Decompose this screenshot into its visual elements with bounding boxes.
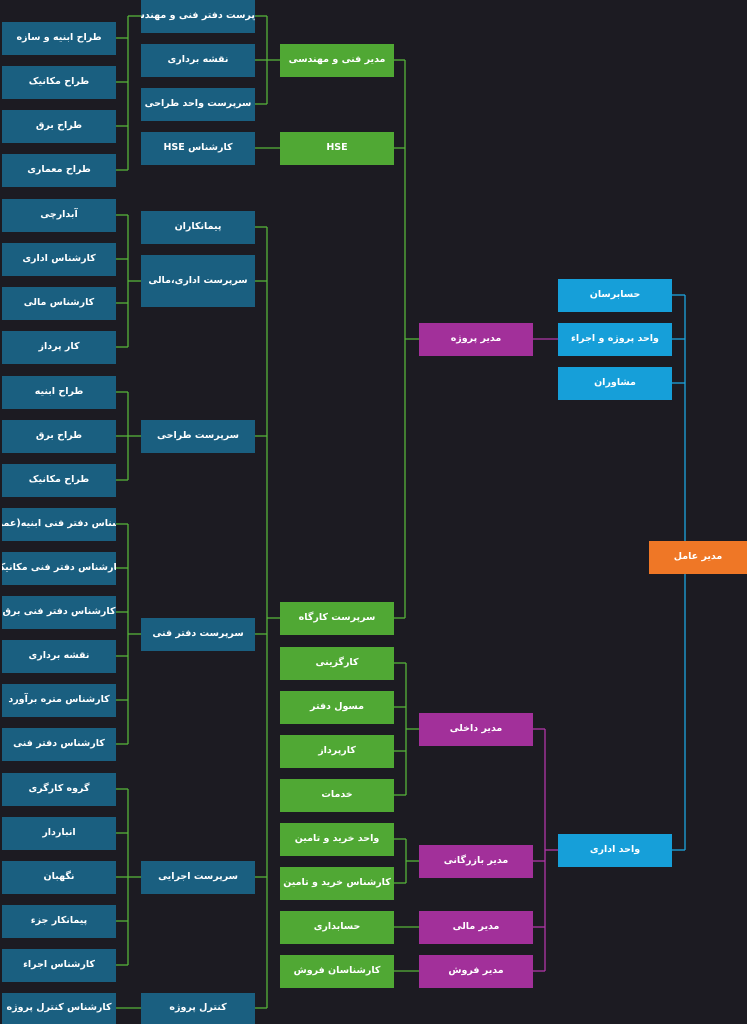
node-sales-manager: مدیر فروش <box>419 955 533 988</box>
node-contractors: پیمانکاران <box>141 211 255 244</box>
node-mechanical-designer-eng: طراح مکانیک <box>2 66 116 99</box>
node-mechanical-expert: کارشناس دفتر فنی مکانیک <box>2 552 116 585</box>
node-hse: HSE <box>280 132 394 165</box>
node-accounting: حسابداری <box>280 911 394 944</box>
node-project-manager: مدیر پروژه <box>419 323 533 356</box>
node-tech-office-supervisor-eng: سرپرست دفتر فنی و مهندسی <box>141 0 255 33</box>
node-services: خدمات <box>280 779 394 812</box>
node-technical-manager: مدیر فنی و مهندسی <box>280 44 394 77</box>
node-structural-designer: طراح ابنیه و سازه <box>2 22 116 55</box>
node-internal-manager: مدیر داخلی <box>419 713 533 746</box>
node-site-supervisor: سرپرست کارگاه <box>280 602 394 635</box>
node-civil-expert: کارشناس دفتر فنی ابنیه(عمران) <box>2 508 116 541</box>
node-design-supervisor: سرپرست طراحی <box>141 420 255 453</box>
node-mechanical-designer: طراح مکانیک <box>2 464 116 497</box>
node-consultants: مشاوران <box>558 367 672 400</box>
node-warehouse-keeper: انباردار <box>2 817 116 850</box>
node-project-unit: واحد پروژه و اجراء <box>558 323 672 356</box>
node-sales-experts: کارشناسان فروش <box>280 955 394 988</box>
node-admin-finance-supervisor: سرپرست اداری،مالی <box>141 255 255 307</box>
node-control-expert: کارشناس کنترل پروژه <box>2 993 116 1024</box>
node-procurement-expert: کارشناس خرید و تامین <box>280 867 394 900</box>
node-commercial-manager: مدیر بازرگانی <box>419 845 533 878</box>
node-finance-expert: کارشناس مالی <box>2 287 116 320</box>
node-building-designer: طراح ابنیه <box>2 376 116 409</box>
node-financial-manager: مدیر مالی <box>419 911 533 944</box>
node-project-control: کنترل پروژه <box>141 993 255 1024</box>
node-hse-expert: کارشناس HSE <box>141 132 255 165</box>
node-labor-group: گروه کارگری <box>2 773 116 806</box>
node-hr: کارگزینی <box>280 647 394 680</box>
node-procurement-unit: واحد خرید و تامین <box>280 823 394 856</box>
node-purchaser: کار پرداز <box>2 331 116 364</box>
node-internal-purchaser: کارپرداز <box>280 735 394 768</box>
node-office-manager: مسول دفتر <box>280 691 394 724</box>
node-execution-supervisor: سرپرست اجرایی <box>141 861 255 894</box>
node-design-unit-supervisor: سرپرست واحد طراحی <box>141 88 255 121</box>
node-electrical-designer-eng: طراح برق <box>2 110 116 143</box>
node-ceo: مدیر عامل <box>649 541 747 574</box>
node-surveying-eng: نقشه برداری <box>141 44 255 77</box>
node-guard: نگهبان <box>2 861 116 894</box>
node-admin-unit: واحد اداری <box>558 834 672 867</box>
node-auditors: حسابرسان <box>558 279 672 312</box>
node-tech-office-supervisor: سرپرست دفتر فنی <box>141 618 255 651</box>
node-electrical-expert: کارشناس دفتر فنی برق <box>2 596 116 629</box>
node-surveying: نقشه برداری <box>2 640 116 673</box>
node-architectural-designer: طراح معماری <box>2 154 116 187</box>
node-tech-office-expert: کارشناس دفتر فنی <box>2 728 116 761</box>
node-electrical-designer: طراح برق <box>2 420 116 453</box>
node-subcontractor: پیمانکار جزء <box>2 905 116 938</box>
node-admin-expert: کارشناس اداری <box>2 243 116 276</box>
node-tea-server: آبدارچی <box>2 199 116 232</box>
node-execution-expert: کارشناس اجراء <box>2 949 116 982</box>
node-estimation-expert: کارشناس متره برآورد <box>2 684 116 717</box>
